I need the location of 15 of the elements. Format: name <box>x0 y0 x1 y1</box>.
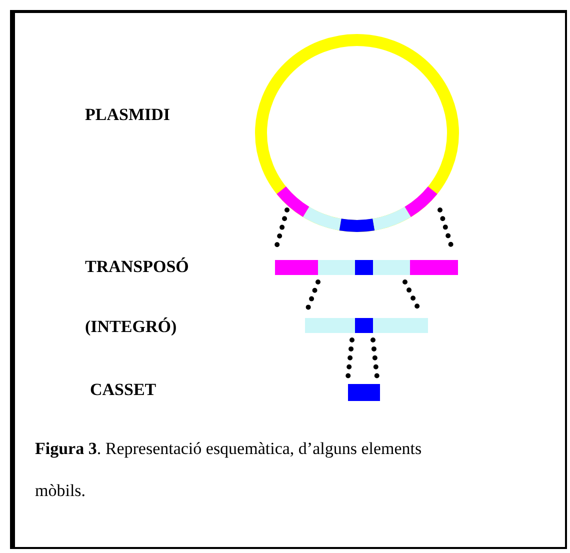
dotted-line <box>346 338 354 380</box>
figure-caption: Figura 3. Representació esquemàtica, d’alguns elements mòbils. <box>35 438 423 502</box>
element-label: (INTEGRÓ) <box>85 317 177 337</box>
element-label: PLASMIDI <box>85 105 170 125</box>
dna-segment-bar <box>305 318 428 333</box>
dotted-line <box>438 208 454 248</box>
element-label: TRANSPOSÓ <box>85 257 189 277</box>
dna-segment-bar <box>348 384 380 401</box>
dotted-line <box>306 280 320 310</box>
dna-segment-bar <box>275 260 458 275</box>
dotted-line <box>274 208 290 248</box>
dotted-line <box>370 338 380 380</box>
element-label: CASSET <box>90 380 156 400</box>
dotted-line <box>402 280 420 310</box>
plasmid-ring <box>255 34 459 232</box>
